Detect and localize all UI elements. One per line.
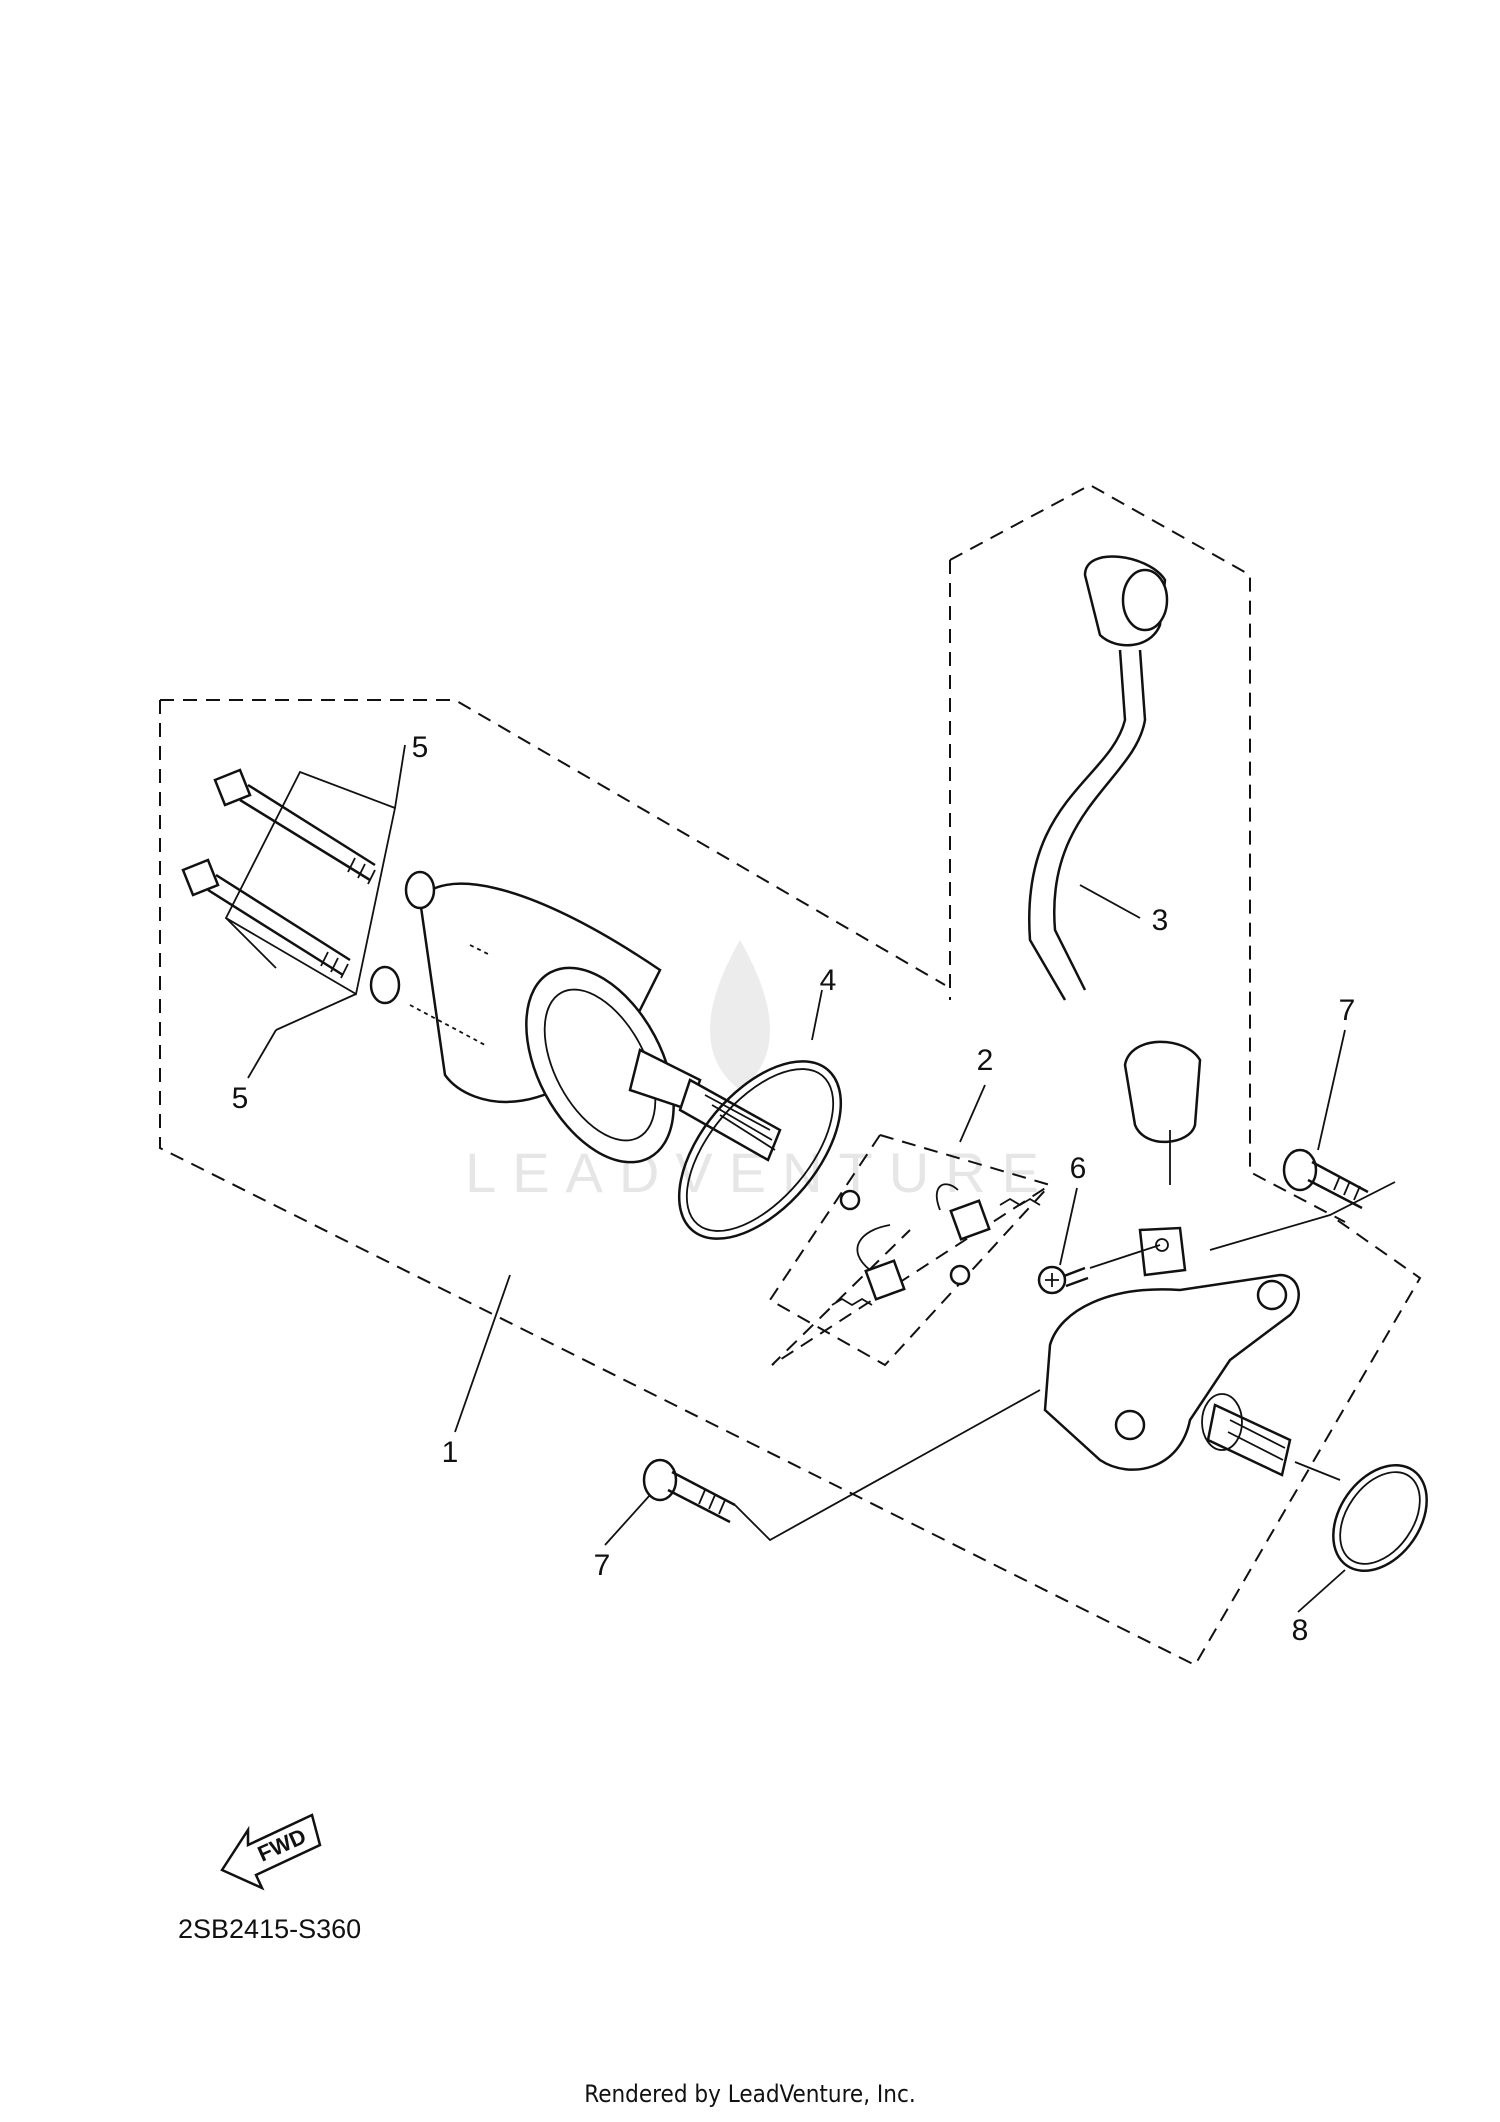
bolt-7-lower-head [642, 1458, 678, 1502]
spring-upper [999, 1197, 1041, 1207]
brush-screw-lower [949, 1264, 971, 1286]
leader-5-lower [247, 1029, 277, 1079]
assembly-outline-top [160, 699, 946, 986]
fasteners [642, 1148, 1369, 1524]
bolt-thread-upper [347, 857, 376, 885]
o-ring-8 [1332, 1463, 1428, 1573]
o-ring-outer [677, 1060, 843, 1240]
motor-end-rim [525, 966, 675, 1164]
bolt-bracket-lower [225, 917, 357, 1031]
brush-upper [949, 1199, 991, 1241]
callout-2: 2 [977, 1044, 994, 1077]
brush-screw-upper [839, 1189, 861, 1211]
lead-wire-outline-right [949, 483, 1346, 1223]
pinion-splines [1227, 1419, 1286, 1461]
cover-lug-hole-2 [1114, 1409, 1146, 1441]
cover-lug-hole [1256, 1279, 1288, 1311]
brush-set [831, 1183, 1041, 1307]
leader-6 [1059, 1187, 1078, 1266]
leader-lines [247, 744, 1396, 1613]
callout-5-upper: 5 [412, 731, 429, 764]
bolt-head-upper [213, 768, 252, 807]
bolt-7-lower-shank [667, 1470, 736, 1524]
motor-shaft [678, 1078, 782, 1162]
bolt-shank-lower [207, 873, 351, 977]
pinion-boss [1201, 1393, 1243, 1451]
motor-end-inner [543, 988, 657, 1142]
callout-6: 6 [1070, 1152, 1087, 1185]
diagram-code: 2SB2415-S360 [178, 1914, 362, 1944]
leader-pinion-to-oring [1294, 1461, 1341, 1481]
o-ring-4 [677, 1060, 843, 1240]
o-ring-8-inner [1339, 1471, 1421, 1565]
callouts: 1 2 3 4 5 5 6 7 7 8 [232, 731, 1356, 1647]
terminal-lug-hole [1155, 1238, 1169, 1252]
leader-8 [1297, 1569, 1346, 1613]
washer-lower [369, 965, 401, 1005]
leader-3 [1079, 884, 1141, 919]
leader-7-lower [604, 1494, 651, 1546]
bolt-7-lower-thread [698, 1489, 726, 1515]
callout-1: 1 [442, 1436, 459, 1469]
washer-upper [404, 870, 436, 910]
callout-7-lower: 7 [594, 1549, 611, 1582]
callout-5-lower: 5 [232, 1082, 249, 1115]
fwd-arrow-icon [220, 1813, 322, 1891]
brush-set-outline-b [768, 1134, 1051, 1367]
credit-line: Rendered by LeadVenture, Inc. [584, 2080, 916, 2108]
screw-6-cross [1045, 1273, 1059, 1287]
leader-5-upper [394, 744, 406, 809]
bolt-7-upper-head [1282, 1148, 1318, 1192]
lead-cable [1027, 649, 1147, 1001]
leader-7-upper [1317, 1029, 1346, 1151]
bolt-bracket-upper [224, 770, 397, 996]
group-outlines [159, 483, 1422, 1667]
leader-4 [811, 989, 823, 1041]
leader-2 [959, 1084, 986, 1143]
leader-bolt-7-upper-to-cover [1209, 1181, 1396, 1251]
fwd-arrow: FWD [220, 1813, 322, 1891]
through-bolts [181, 768, 436, 1031]
callout-8: 8 [1292, 1614, 1309, 1647]
callout-3: 3 [1152, 904, 1169, 937]
bolt-thread-lower [320, 951, 349, 979]
bolt-head-lower [181, 858, 220, 897]
bolt-shank-upper [239, 783, 376, 882]
brush-set-outline [771, 1134, 1053, 1366]
callout-4: 4 [820, 964, 837, 997]
cover-body [1043, 1273, 1300, 1471]
screw-6-shank [1063, 1266, 1089, 1288]
starter-motor [409, 882, 782, 1164]
callout-7-upper: 7 [1339, 994, 1356, 1027]
brush-lower [864, 1259, 906, 1301]
watermark-flame-icon [710, 940, 770, 1090]
watermark: LEADVENTURE [465, 940, 1039, 1204]
leader-1 [454, 1274, 511, 1433]
terminal-cap-bottom [1123, 1040, 1202, 1144]
pinion-shaft [1206, 1403, 1292, 1477]
o-ring-8-outer [1332, 1463, 1428, 1573]
bolt-7-upper-thread [1333, 1175, 1361, 1201]
terminal-cap-top-end [1121, 568, 1169, 632]
shaft-splines [704, 1094, 776, 1151]
o-ring-inner [685, 1068, 835, 1232]
front-cover [1043, 1226, 1300, 1477]
brush-leads [856, 1183, 959, 1271]
lead-wire [1027, 555, 1202, 1185]
leader-bolt-7-lower-to-cover [734, 1389, 1041, 1542]
spring-lower [831, 1297, 873, 1307]
screw-6-leader-to-lug [1089, 1244, 1161, 1269]
bolt-hole-marks [409, 944, 491, 1046]
